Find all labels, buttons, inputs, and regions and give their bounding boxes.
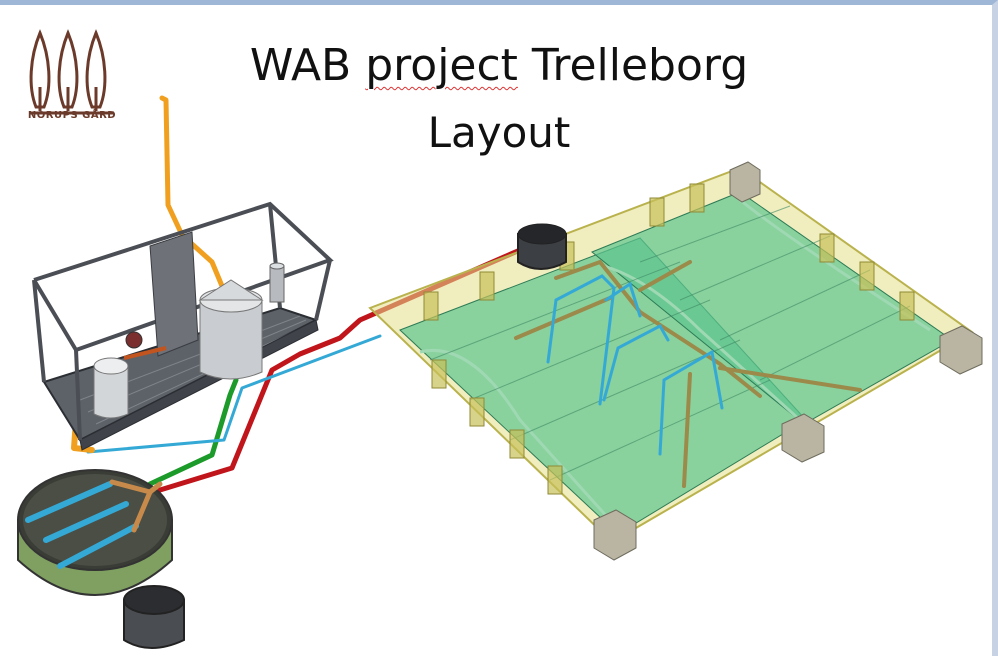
orange-inlet-pipe (159, 95, 225, 289)
logo-text: NORUPS GÅRD (27, 110, 117, 121)
red-pipe (157, 247, 523, 493)
round-settling-tank (17, 469, 185, 649)
equipment-container (32, 201, 334, 451)
basin-distribution-pipes (514, 259, 862, 488)
title-part-1: WAB (249, 40, 366, 91)
slide-title: WAB project Trelleborg (0, 40, 998, 91)
corner-block-4 (729, 161, 761, 203)
title-part-3: Trelleborg (517, 40, 749, 91)
blue-pipe (86, 334, 382, 454)
corner-block-3 (939, 325, 983, 375)
partition-wall (149, 231, 199, 357)
pump (125, 331, 143, 349)
green-pipe (147, 377, 239, 487)
norups-gard-logo (29, 29, 114, 115)
corner-block-2 (781, 413, 825, 463)
treatment-basins (368, 161, 983, 561)
pipe-network (71, 95, 523, 493)
vertical-cylinder (269, 262, 285, 303)
small-tank (93, 357, 129, 419)
pump-sump (123, 585, 185, 649)
corner-block-1 (593, 509, 637, 561)
large-tank (198, 279, 264, 380)
slide-subtitle: Layout (427, 108, 571, 157)
inlet-well (517, 223, 567, 270)
title-flagged-word: project (365, 40, 518, 91)
